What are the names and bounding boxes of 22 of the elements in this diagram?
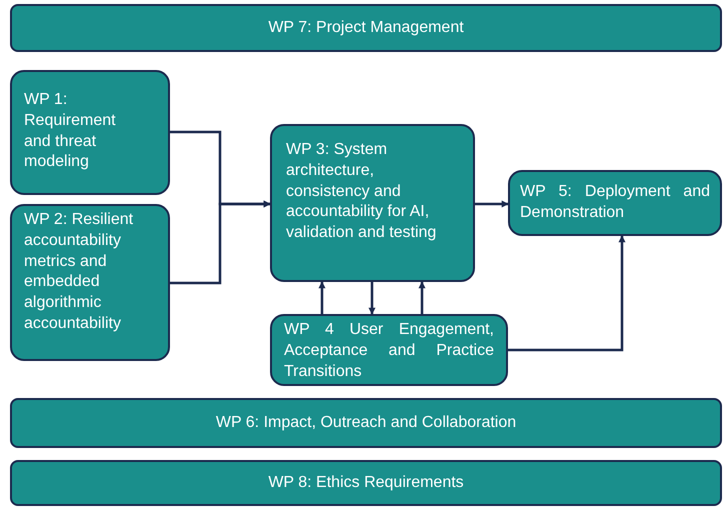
work-package-title: WP 6: Impact, Outreach and Collaboration xyxy=(216,412,516,433)
work-package-box xyxy=(10,398,722,448)
work-package-box xyxy=(10,204,170,361)
work-package-title: WP 7: Project Management xyxy=(268,18,464,38)
work-package-box xyxy=(10,460,722,506)
work-package-box xyxy=(270,124,475,282)
work-package-title: WP 2: Resilient accountability metrics and embedded algorithmic accountability xyxy=(24,210,134,334)
work-package-box xyxy=(270,314,508,386)
arrow xyxy=(368,282,376,315)
work-package-title: WP 5: Deployment and Demonstration xyxy=(520,182,710,223)
work-package-box xyxy=(508,170,722,236)
work-package-title: WP 1: Requirement and threat modeling xyxy=(24,90,117,172)
work-package-box xyxy=(10,4,722,52)
work-package-title: WP 4 User Engagement, Acceptance and Practice Transitions xyxy=(284,320,494,382)
work-package-title: WP 3: System architecture, consistency and accountability for AI, validation and testing xyxy=(286,140,438,244)
work-package-box xyxy=(10,70,170,195)
arrow xyxy=(508,235,626,352)
arrow xyxy=(475,200,509,208)
arrow xyxy=(418,281,426,314)
work-package-title: WP 8: Ethics Requirements xyxy=(268,472,464,493)
arrow xyxy=(318,281,326,314)
arrow xyxy=(170,200,271,284)
